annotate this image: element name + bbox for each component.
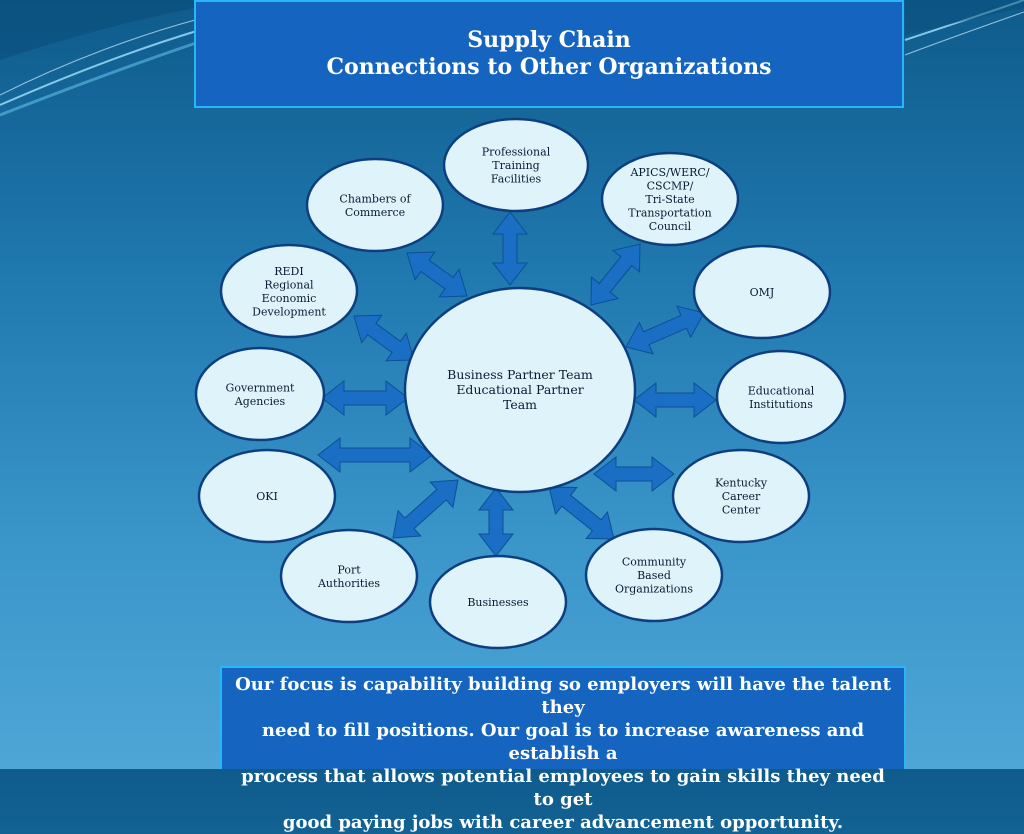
node-community-based-label-line: Based [637,569,671,582]
node-omj-label-line: OMJ [750,286,775,299]
center-node-label-line: Educational Partner [456,382,583,397]
arrow-kentucky-career [593,455,675,493]
node-chambers-shape [305,157,445,253]
node-apics-label-line: APICS/WERC/ [629,166,709,179]
node-redi-label-line: Economic [262,292,317,305]
arrows-layer [317,211,717,557]
node-port-authorities-label-line: Authorities [317,577,380,590]
node-apics-label-line: CSCMP/ [647,180,694,193]
node-government-agencies-label-line: Agencies [234,395,286,408]
node-businesses-label-line: Businesses [467,596,529,609]
node-educational-institutions-label-line: Institutions [749,398,813,411]
node-professional-training-label-line: Training [492,159,539,172]
node-apics: APICS/WERC/CSCMP/Tri-StateTransportation… [600,151,740,247]
arrow-oki [317,436,433,474]
node-kentucky-career-label-line: Kentucky [715,477,768,490]
node-redi-shape [219,243,359,339]
slide: Supply Chain Connections to Other Organi… [0,0,1024,769]
node-community-based-label-line: Community [622,556,687,569]
node-oki: OKI [197,448,337,544]
arrow-port-authorities [392,479,459,539]
arrow-chambers [406,251,468,298]
arrow-omj [625,305,705,355]
node-omj: OMJ [692,244,832,340]
arrow-community-based [548,486,615,540]
node-redi-label-line: REDI [274,265,303,278]
title-line-2: Connections to Other Organizations [326,54,772,80]
arrow-professional-training [491,211,529,286]
node-community-based-label-line: Organizations [615,583,693,596]
footer-line-1: Our focus is capability building so empl… [235,674,891,718]
node-professional-training-label-line: Facilities [491,173,542,186]
node-businesses-shape [428,554,568,650]
arrow-educational-institutions [633,381,717,419]
node-apics-label-line: Transportation [628,207,711,220]
focus-statement: Our focus is capability building so empl… [220,666,906,833]
arrow-businesses [477,487,515,557]
footer-line-2: need to fill positions. Our goal is to i… [261,720,865,764]
node-kentucky-career-label-line: Career [722,490,761,503]
title-line-1: Supply Chain [467,27,631,53]
node-professional-training-shape [442,117,590,213]
center-node-label-line: Team [503,397,537,412]
node-government-agencies-label-line: Government [226,381,296,394]
node-oki-label-line: OKI [256,490,278,503]
node-redi-label-line: Regional [264,278,314,291]
center-node-shape [403,286,637,494]
title-banner: Supply Chain Connections to Other Organi… [194,0,904,108]
node-educational-institutions-shape [715,349,847,445]
node-kentucky-career-shape [671,448,811,544]
footer-line-4: good paying jobs with career advancement… [282,812,844,833]
node-oki-shape [197,448,337,544]
footer-line-3: process that allows potential employees … [241,766,885,810]
node-educational-institutions-label-line: Educational [748,384,815,397]
arrow-redi [353,314,415,362]
node-port-authorities-label-line: Port [337,563,361,576]
node-chambers-label-line: Chambers of [339,192,411,205]
node-government-agencies-shape [194,346,326,442]
arrow-apics [590,243,641,306]
node-redi-label-line: Development [252,305,326,318]
node-port-authorities-shape [279,528,419,624]
node-community-based-shape [584,527,724,623]
node-businesses: Businesses [428,554,568,650]
node-kentucky-career-label-line: Center [722,504,761,517]
node-chambers-label-line: Commerce [345,206,405,219]
node-apics-shape [600,151,740,247]
background-swoosh [0,0,1024,117]
arrow-government-agencies [321,379,409,417]
node-apics-label-line: Tri-State [645,193,694,206]
center-node-label-line: Business Partner Team [447,367,593,382]
node-professional-training-label-line: Professional [482,146,551,159]
node-apics-label-line: Council [649,220,692,233]
node-omj-shape [692,244,832,340]
